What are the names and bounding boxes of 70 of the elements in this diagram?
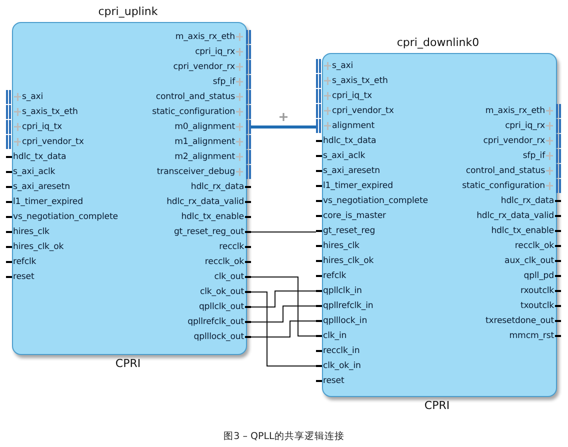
bus-port: m_axis_rx_eth (485, 104, 561, 118)
pin-port: aux_clk_out (504, 254, 561, 268)
pin-port: clk_out (214, 270, 251, 284)
pin-port: hdlc_tx_enable (181, 210, 251, 224)
bus-port: s_axi (316, 59, 354, 73)
pin-port: clk_ok_in (316, 359, 361, 373)
pin-port: hires_clk_ok (6, 240, 64, 254)
pin-port: vs_negotiation_complete (316, 194, 428, 208)
pin-port: recclk_ok (514, 239, 561, 253)
block-label: CPRI (115, 357, 141, 370)
pin-port: hdlc_rx_data_valid (476, 209, 561, 223)
pin-port: mmcm_rst (509, 329, 561, 343)
pin-port: hdlc_tx_data (6, 150, 66, 164)
bus-port: static_configuration (462, 179, 561, 193)
bus-port: cpri_vendor_rx (173, 60, 251, 74)
bus-port: m2_alignment (174, 150, 251, 164)
caption: 图3 – QPLL的共享逻辑连接 (222, 430, 346, 443)
pin-port: hires_clk (316, 239, 360, 253)
pin-port: s_axi_aresetn (6, 180, 70, 194)
bus-port: cpri_iq_tx (316, 89, 372, 103)
pin-port: s_axi_aresetn (316, 164, 380, 178)
pin-port: hdlc_rx_data (500, 194, 561, 208)
pin-port: hires_clk (6, 225, 50, 239)
pin-port: s_axi_aclk (316, 149, 366, 163)
block-label: CPRI (424, 399, 450, 412)
pin-port: qpllrefclk_in (316, 299, 374, 313)
pin-port: l1_timer_expired (6, 195, 83, 209)
pin-port: recclk_in (316, 344, 360, 358)
pin-port: qpllrefclk_out (188, 315, 251, 329)
bus-port: m1_alignment (174, 135, 251, 149)
pin-port: gt_reset_reg (316, 224, 376, 238)
pin-port: qpllclk_in (316, 284, 362, 298)
pin-port: hires_clk_ok (316, 254, 374, 268)
bus-port: alignment (316, 119, 375, 133)
pin-port: qplllock_out (194, 330, 251, 344)
bus-port: sfp_if (522, 149, 561, 163)
pin-port: hdlc_tx_data (316, 134, 376, 148)
bus-port: cpri_iq_rx (505, 119, 561, 133)
bus-port: cpri_vendor_rx (483, 134, 561, 148)
bus-port: control_and_status (156, 90, 251, 104)
pin-port: txresetdone_out (485, 314, 561, 328)
pin-port: vs_negotiation_complete (6, 210, 118, 224)
pin-port: hdlc_tx_enable (491, 224, 561, 238)
bus-port: s_axis_tx_eth (316, 74, 388, 88)
bus-port: sfp_if (212, 75, 251, 89)
bus-port: cpri_iq_tx (6, 120, 62, 134)
block-title: cpri_uplink (98, 5, 158, 18)
pin-port: qplllock_in (316, 314, 368, 328)
bus-port: s_axi (6, 90, 44, 104)
bus-port: transceiver_debug (156, 165, 251, 179)
bus-port: cpri_iq_rx (195, 45, 251, 59)
pin-port: qpllclk_out (198, 300, 251, 314)
pin-port: l1_timer_expired (316, 179, 393, 193)
bus-port: m_axis_rx_eth (175, 30, 251, 44)
pin-port: recclk_ok (204, 255, 251, 269)
bus-port: cpri_vendor_tx (6, 135, 84, 149)
pin-port: s_axi_aclk (6, 165, 56, 179)
bus-port: m0_alignment (174, 120, 251, 134)
block-title: cpri_downlink0 (396, 36, 480, 49)
bus-port: cpri_vendor_tx (316, 104, 394, 118)
pin-port: hdlc_rx_data (190, 180, 251, 194)
bus-port: s_axis_tx_eth (6, 105, 78, 119)
bus-port: control_and_status (466, 164, 561, 178)
pin-port: clk_in (316, 329, 347, 343)
bus-port: static_configuration (152, 105, 251, 119)
pin-port: clk_ok_out (200, 285, 251, 299)
pin-port: hdlc_rx_data_valid (166, 195, 251, 209)
pin-port: gt_reset_reg_out (174, 225, 251, 239)
pin-port: core_is_master (316, 209, 386, 223)
pin-port: qpll_pd (524, 269, 561, 283)
